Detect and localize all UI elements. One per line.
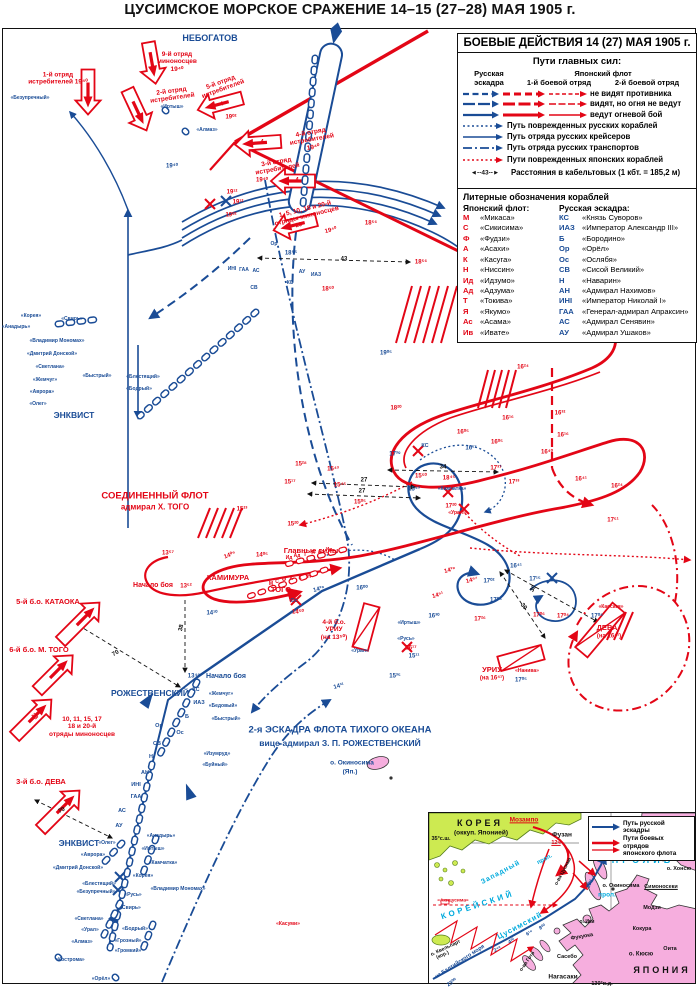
legend-row-label: Расстояния в кабельтовых (1 кбт. = 185,2… [511, 167, 681, 177]
ship-code-row: М«Микаса» [463, 212, 515, 222]
legend-state-row-2: ведут огневой бой [463, 109, 691, 119]
ship-code-row: Б«Бородино» [559, 233, 626, 243]
legend-col-jap1: 1-й боевой отряд [526, 78, 592, 87]
ship-code-row: К«Касуга» [463, 254, 512, 264]
path-sample-icon [463, 145, 503, 152]
ship-codes-headers: Японский флот: Русская эскадра: [463, 203, 691, 213]
ship-code-row: С«Сикисима» [463, 223, 524, 233]
ship-code-row: Н«Наварин» [559, 275, 621, 285]
sample-line-icon [463, 100, 499, 108]
ship-code-row: АУ«Адмирал Ушаков» [559, 327, 651, 337]
legend-state-row-1: видят, но огня не ведут [463, 99, 691, 109]
legend-row: Путь отряда русских крейсеров [463, 133, 691, 141]
ship-code-row: Я«Якумо» [463, 306, 511, 316]
blue-arrow-icon [592, 823, 620, 831]
ship-code-row: Ф«Фудзи» [463, 233, 510, 243]
sample-line-icon [463, 111, 499, 119]
ship-code-row: КС«Князь Суворов» [559, 212, 643, 222]
ship-code-row: Ид«Идзумо» [463, 275, 515, 285]
distance-lines [34, 255, 599, 839]
legend-body: Пути главных сил: Русская эскадра Японск… [458, 53, 696, 185]
red-arrows-icon [592, 839, 620, 854]
legend-col-jap2: 2-й боевой отряд [614, 78, 680, 87]
ship-code-row: ГАА«Генерал-адмирал Апраксин» [559, 306, 689, 316]
ship-code-row: АС«Адмирал Сенявин» [559, 317, 655, 327]
legend-row-label: Путь поврежденных русских кораблей [507, 121, 658, 131]
ship-code-row: Н«Ниссин» [463, 265, 515, 275]
sample-line-icon [549, 101, 587, 108]
ship-code-row: СВ«Сисой Великий» [559, 265, 645, 275]
path-sample-icon [463, 123, 503, 130]
sample-line-icon [549, 90, 587, 97]
ship-codes-title: Литерные обозначения кораблей [463, 191, 609, 202]
ship-code-row: Т«Токива» [463, 296, 513, 306]
ship-code-row: Ад«Адзума» [463, 285, 515, 295]
japanese-codes-header: Японский флот: [463, 202, 530, 213]
legend-paths-title: Пути главных сил: [532, 56, 622, 67]
japanese-ship-codes: М«Микаса»С«Сикисима»Ф«Фудзи»А«Асахи»К«Ка… [463, 213, 559, 339]
sample-line-icon [503, 111, 545, 119]
russian-codes-header: Русская эскадра: [559, 202, 630, 213]
ship-code-row: Ос«Ослябя» [559, 254, 617, 264]
ship-code-row: Ор«Орёл» [559, 244, 610, 254]
legend-row: Пути поврежденных японских кораблей [463, 154, 691, 164]
distance-sample-icon: ◄--43--► [471, 169, 500, 176]
sample-line-icon [503, 90, 545, 98]
page-title: ЦУСИМСКОЕ МОРСКОЕ СРАЖЕНИЕ 14–15 (27–28)… [124, 2, 576, 18]
svg-text:◄--43--►: ◄--43--► [471, 169, 500, 176]
ship-code-row: Ас«Асама» [463, 317, 511, 327]
legend-col-japanese-title: Японский флот [574, 69, 632, 78]
legend-state-label: ведут огневой бой [590, 109, 663, 119]
inset-legend-russian-row: Путь русской эскадры [592, 820, 691, 834]
ship-code-row: АН«Адмирал Нахимов» [559, 285, 656, 295]
korea-landmass [429, 813, 582, 946]
sample-line-icon [503, 100, 545, 108]
unit-symbols-layer [8, 40, 627, 982]
inset-legend-russian-label: Путь русской эскадры [623, 820, 665, 835]
legend-header: БОЕВЫЕ ДЕЙСТВИЯ 14 (27) МАЯ 1905 г. [458, 34, 696, 53]
okinoshima-island [366, 756, 393, 780]
ship-code-row: Ив«Ивате» [463, 327, 510, 337]
legend-row-label: Путь отряда русских крейсеров [507, 132, 631, 142]
map-border [2, 28, 696, 984]
legend-row-label: Пути поврежденных японских кораблей [507, 154, 663, 164]
sample-line-icon [549, 111, 587, 118]
legend-state-row-0: не видят противника [463, 88, 691, 98]
legend-column-headers: Русская эскадра Японский флот 1-й боевой… [463, 69, 691, 87]
path-sample-icon [463, 156, 503, 163]
nebogatov-ship-column [287, 22, 344, 214]
ship-codes-section: Литерные обозначения кораблей Японский ф… [458, 187, 696, 343]
legend-row-label: Путь отряда русских транспортов [507, 143, 639, 153]
inset-routes [432, 825, 607, 980]
ship-code-row: ИАЗ«Император Александр III» [559, 223, 679, 233]
legend-row: Путь отряда русских транспортов [463, 144, 691, 152]
legend-box: БОЕВЫЕ ДЕЙСТВИЯ 14 (27) МАЯ 1905 г. Пути… [457, 33, 697, 344]
legend-col-russian: Русская эскадра [474, 69, 504, 87]
ship-code-row: А«Асахи» [463, 244, 510, 254]
path-sample-icon [463, 134, 503, 141]
sample-line-icon [463, 90, 499, 98]
ship-code-row: ИНI«Император Николай I» [559, 296, 666, 306]
legend-state-label: не видят противника [590, 88, 672, 98]
legend-row: ◄--43--► Расстояния в кабельтовых (1 кбт.… [463, 167, 691, 179]
inset-legend: Путь русской эскадры Пути боевых отрядов… [588, 816, 695, 862]
russian-ship-codes: КС«Князь Суворов»ИАЗ«Император Александр… [559, 213, 691, 339]
legend-state-label: видят, но огня не ведут [590, 99, 682, 109]
legend-row: Путь поврежденных русских кораблей [463, 121, 691, 131]
legend-col-japanese: Японский флот 1-й боевой отряд 2-й боево… [515, 69, 691, 87]
